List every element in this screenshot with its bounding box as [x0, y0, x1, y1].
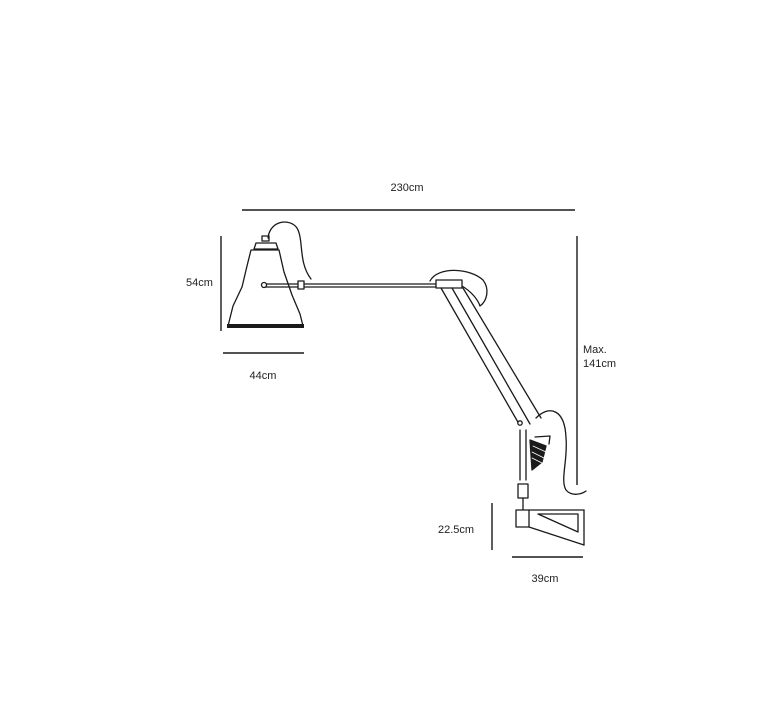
dimension-lines — [220, 209, 583, 558]
lower-arm — [440, 287, 542, 426]
shade-cable — [267, 221, 312, 280]
base-springs — [519, 429, 551, 481]
shade-width-label: 44cm — [250, 370, 277, 382]
max-height-label-line2: 141cm — [583, 358, 616, 370]
lamp-shade — [227, 235, 304, 328]
lower-joint — [517, 483, 529, 499]
elbow-spring — [429, 269, 488, 307]
wall-bracket — [515, 509, 585, 546]
base-cable — [535, 410, 587, 495]
lamp-illustration — [227, 221, 587, 546]
max-height-label-line1: Max. — [583, 344, 607, 356]
total-width-label: 230cm — [390, 182, 423, 194]
bracket-width-label: 39cm — [532, 573, 559, 585]
shade-height-label: 54cm — [186, 277, 213, 289]
elbow-joint — [435, 279, 463, 289]
bracket-height-label: 22.5cm — [438, 524, 474, 536]
